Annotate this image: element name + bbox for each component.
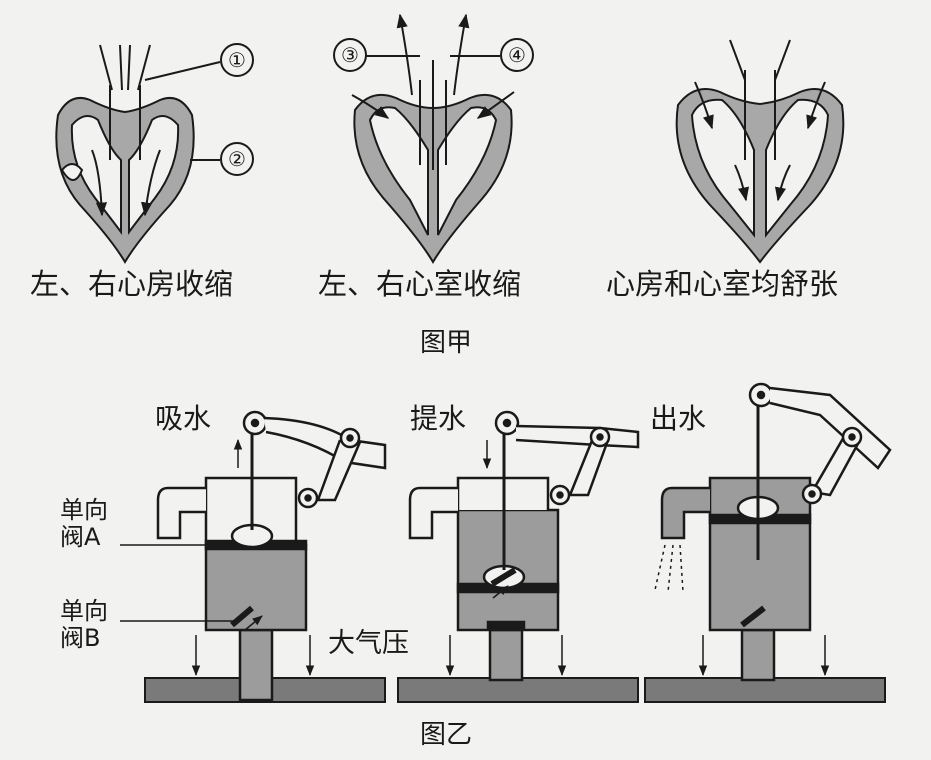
marker-2: ② [220,142,254,176]
heart-ventricles-contract [351,13,515,264]
ground-bar [644,677,886,703]
marker-3: ③ [333,38,367,72]
valve-b-line1: 单向 [60,597,108,625]
valve-b-label: 单向 阀B [60,598,108,652]
figure-a-caption: 图甲 [420,328,473,358]
figure-b-caption: 图乙 [420,720,473,750]
valve-a-label: 单向 阀A [60,497,108,551]
heart-relax [675,39,845,264]
heart-label-atria: 左、右心房收缩 [30,267,234,301]
valve-a-line1: 单向 [60,496,108,524]
pump-label-lift: 提水 [410,402,467,435]
ground-bar [397,677,639,703]
pump-suction [120,410,387,702]
marker-1: ① [220,43,254,77]
marker-4: ④ [500,38,534,72]
pressure-label: 大气压 [328,628,409,659]
heart-label-relax: 心房和心室均舒张 [606,267,839,301]
pump-lift [408,410,640,682]
valve-b-line2: 阀B [60,623,101,652]
heart-atria-contract [55,44,221,264]
pump-label-discharge: 出水 [650,402,707,435]
pump-label-suction: 吸水 [155,402,212,435]
pump-discharge [654,382,892,682]
heart-label-ventricles: 左、右心室收缩 [318,267,522,301]
valve-a-line2: 阀A [60,522,101,551]
